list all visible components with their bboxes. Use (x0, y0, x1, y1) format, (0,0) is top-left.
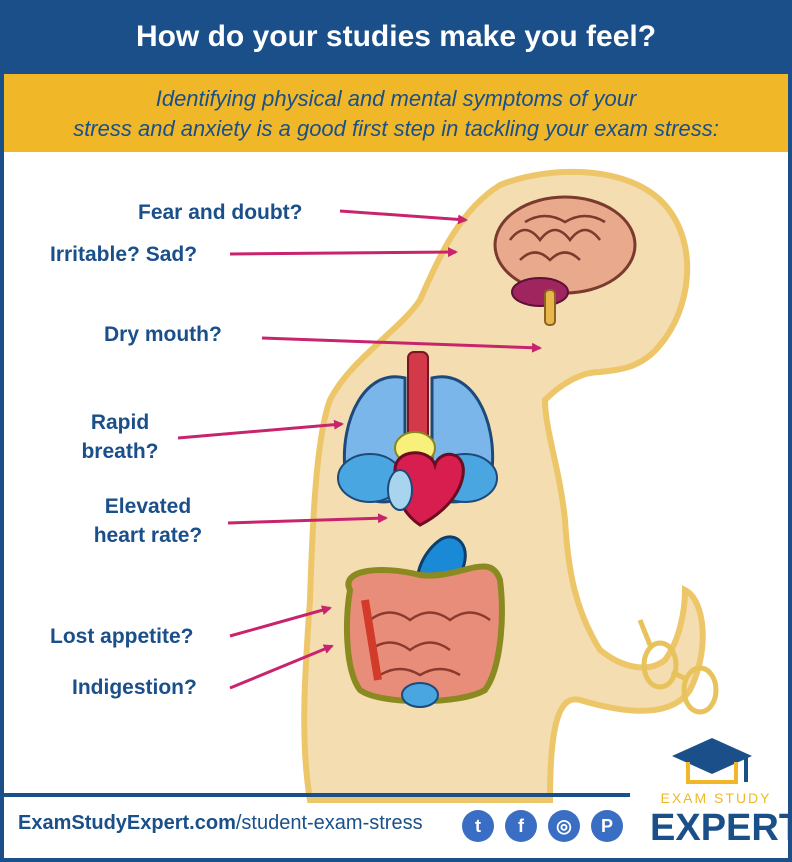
symptom-arrows (177, 209, 542, 690)
symptom-rapid-breath: Rapid breath? (70, 408, 170, 466)
facebook-icon[interactable]: f (505, 810, 537, 842)
symptom-heart-rate-line-2: heart rate? (93, 524, 203, 547)
website-link[interactable]: ExamStudyExpert.com/student-exam-stress (18, 812, 423, 835)
graduation-cap-icon (672, 738, 752, 784)
instagram-icon[interactable]: ◎ (548, 810, 580, 842)
arrow-rapid-breath (177, 419, 344, 440)
page-title: How do your studies make you feel? (0, 0, 792, 74)
intestines-icon (344, 563, 505, 708)
twitter-icon[interactable]: t (462, 810, 494, 842)
logo-bottom-text: EXPERT (650, 807, 792, 849)
subtitle-banner: Identifying physical and mental symptoms… (4, 74, 788, 152)
symptom-indigestion: Indigestion? (72, 676, 197, 699)
arrow-indigestion (229, 644, 334, 690)
heart-icon (387, 431, 465, 527)
arrow-dry-mouth (261, 336, 542, 353)
footer-divider (4, 793, 630, 797)
subtitle-line-1: Identifying physical and mental symptoms… (155, 86, 637, 111)
arrow-appetite (229, 605, 332, 638)
arrow-heart-rate (227, 513, 388, 525)
logo-top-text: EXAM STUDY (660, 790, 772, 806)
symptom-heart-rate: Elevated heart rate? (78, 492, 218, 550)
symptom-fear-doubt: Fear and doubt? (138, 201, 303, 224)
pinterest-icon[interactable]: P (591, 810, 623, 842)
symptom-heart-rate-line-1: Elevated (104, 495, 192, 518)
arrow-fear (339, 209, 468, 225)
symptom-rapid-breath-line-2: breath? (81, 440, 159, 463)
subtitle-line-2: stress and anxiety is a good first step … (73, 116, 719, 141)
website-path: /student-exam-stress (235, 812, 423, 834)
symptom-dry-mouth: Dry mouth? (104, 323, 222, 346)
windpipe-icon (407, 351, 429, 443)
glasses-icon (637, 619, 719, 715)
brain-icon (493, 195, 637, 326)
symptom-rapid-breath-line-1: Rapid (90, 411, 150, 434)
symptom-lost-appetite: Lost appetite? (50, 625, 194, 648)
arrow-irritable (229, 247, 458, 258)
symptom-irritable-sad: Irritable? Sad? (50, 243, 198, 266)
website-domain: ExamStudyExpert.com (18, 812, 236, 834)
